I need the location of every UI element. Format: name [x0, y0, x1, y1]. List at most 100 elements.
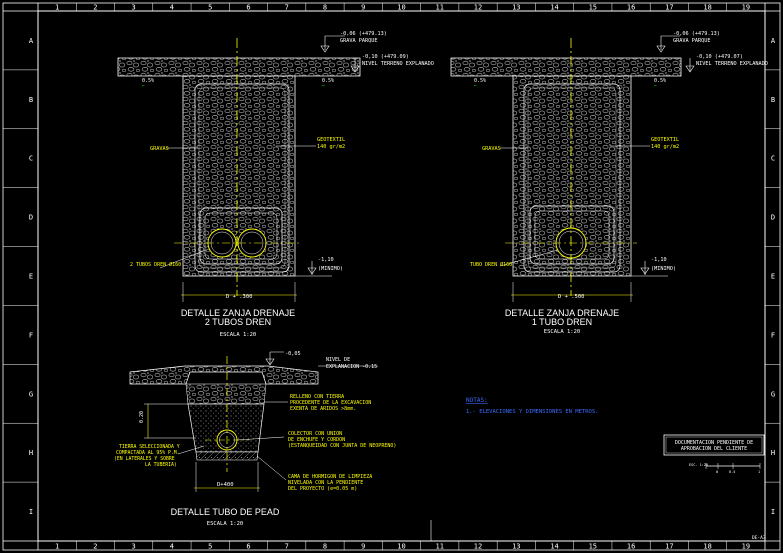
level-top-sub: GRAVA PARQUE: [673, 38, 710, 44]
graphic-scale-bar: ESC. 1:20 0 0.5 1: [689, 463, 761, 474]
level-top-sub: GRAVA PARQUE: [340, 38, 377, 44]
frame-row-label: G: [29, 390, 33, 398]
detail-scale: ESCALA 1:20: [544, 329, 580, 335]
frame-column-label: 9: [361, 543, 365, 551]
pipe-label: TUBO DREN Ø160: [470, 261, 512, 268]
frame-column-label: 9: [361, 4, 365, 12]
svg-text:⟵: ⟵: [141, 83, 145, 88]
soil-note-line2: COMPACTADA AL 95% P.M.: [116, 450, 180, 456]
frame-column-label: 2: [93, 543, 97, 551]
collector-note-line2: DE ENCHUFE Y CORDON: [288, 437, 345, 443]
slope-left-label: 0.5%: [142, 78, 154, 84]
frame-column-label: 18: [703, 4, 711, 12]
backfill-layer: [185, 383, 267, 405]
stamp-line-2: APROBACION DEL CLIENTE: [681, 446, 747, 452]
detail-1-pipe: -0,06 (+479.13) GRAVA PARQUE -0,10 (+479…: [450, 31, 768, 335]
level-terrain-sub: NIVEL TERRENO EXPLANADO: [696, 61, 768, 67]
backfill-note-line1: RELLENO CON TIERRA: [290, 394, 344, 400]
frame-row-label: A: [771, 37, 776, 45]
frame-column-label: 8: [323, 4, 327, 12]
gravel-label: GRAVAS: [150, 146, 169, 152]
svg-text:⟵: ⟵: [473, 83, 477, 88]
stamp-line-1: DOCUMENTACION PENDIENTE DE: [675, 440, 753, 446]
frame-column-label: 16: [627, 4, 635, 12]
concrete-note-line2: NIVELADA CON LA PENDIENTE: [288, 480, 363, 486]
backfill-note-line3: EXENTA DE ARIDOS >8mm.: [290, 406, 356, 412]
frame-column-label: 17: [665, 4, 673, 12]
sheet-id: DE-A3: [752, 535, 766, 541]
detail-scale: ESCALA 1:20: [207, 521, 243, 527]
frame-column-label: 12: [474, 543, 482, 551]
frame-column-label: 18: [703, 543, 711, 551]
soil-note-line3: (EN LATERALES Y SOBRE: [114, 456, 175, 462]
level-bottom-sub: (MINIMO): [651, 266, 676, 272]
frame-column-label: 12: [474, 4, 482, 12]
frame-column-label: 1: [55, 4, 59, 12]
level-terrain-sub: NIVEL TERRENO EXPLANADO: [362, 61, 434, 67]
frame-column-label: 19: [742, 543, 750, 551]
detail-title: DETALLE TUBO DE PEAD: [171, 507, 280, 517]
width-dimension: D + .500: [558, 294, 585, 300]
frame-column-label: 3: [132, 4, 136, 12]
notes-item-1: 1.- ELEVACIONES Y DIMENSIONES EN METROS.: [466, 409, 598, 415]
detail-2-pipes: -0,06 (+479.13) GRAVA PARQUE -0,10 (+479…: [117, 31, 434, 338]
frame-column-label: 15: [589, 4, 597, 12]
detail-scale: ESCALA 1:20: [220, 332, 256, 338]
soil-note-line1: TIERRA SELECCIONADA Y: [119, 444, 180, 450]
backfill-note-line2: PROCEDENTE DE LA EXCAVACION: [290, 400, 371, 406]
frame-row-label: F: [771, 331, 775, 339]
detail-title: DETALLE ZANJA DRENAJE: [181, 308, 295, 318]
level-bottom-sub: (MINIMO): [318, 266, 343, 272]
frame-row-label: A: [29, 37, 34, 45]
width-dimension: D + .300: [226, 294, 253, 300]
detail-subtitle: 1 TUBO DREN: [532, 317, 592, 327]
general-notes: NOTAS: 1.- ELEVACIONES Y DIMENSIONES EN …: [466, 397, 598, 415]
frame-row-label: H: [771, 449, 775, 457]
geotextile-wrap: [523, 83, 621, 273]
frame-column-label: 14: [550, 4, 558, 12]
level-top-label: -0,05: [285, 351, 301, 357]
frame-row-label: B: [771, 96, 775, 104]
frame-row-label: D: [29, 214, 33, 222]
geotextile-wrap: [194, 83, 290, 273]
frame-column-label: 6: [246, 543, 250, 551]
frame-column-label: 13: [512, 543, 520, 551]
frame-row-label: I: [771, 508, 775, 516]
depth-dimension: 0.20: [139, 411, 145, 423]
frame-column-label: 1: [55, 543, 59, 551]
geotextile-spec: 140 gr/m2: [651, 144, 679, 150]
frame-column-label: 15: [589, 543, 597, 551]
frame-row-label: C: [29, 155, 33, 163]
frame-column-label: 4: [170, 543, 174, 551]
slope-left-label: 0.5%: [474, 78, 486, 84]
frame-column-label: 8: [323, 543, 327, 551]
frame-column-label: 14: [550, 543, 558, 551]
frame-column-label: 5: [208, 543, 212, 551]
frame-row-label: I: [29, 508, 33, 516]
slope-right-label: 0.5%: [322, 78, 334, 84]
detail-pead-pipe: -0,05 NIVEL DE EXPLANACION -0.15 RELLENO…: [114, 351, 396, 527]
frame-column-ticks: [3, 3, 780, 550]
slope-right-label: 0.5%: [654, 78, 666, 84]
frame-column-label: 19: [742, 4, 750, 12]
frame-column-label: 17: [665, 543, 673, 551]
scale-bar-label: ESC. 1:20: [689, 463, 708, 467]
level-terrain-label: -0,10 (+479.07): [696, 54, 743, 60]
frame-row-label: D: [771, 214, 775, 222]
collector-note-line3: (ESTANQUEIDAD CON JUNTA DE NEOPRENO): [288, 443, 396, 449]
frame-row-label: G: [771, 390, 775, 398]
pipes-label: 2 TUBOS DREN Ø160: [130, 261, 181, 268]
collector-note-line1: COLECTOR CON UNION: [288, 431, 342, 437]
frame-column-label: 11: [436, 543, 444, 551]
level-terrain-label: -0,10 (+479.09): [362, 54, 409, 60]
detail-title: DETALLE ZANJA DRENAJE: [505, 308, 619, 318]
soil-note-line4: LA TUBERIA): [145, 462, 177, 468]
frame-row-label: H: [29, 449, 33, 457]
level-bottom-label: -1,10: [318, 257, 334, 263]
svg-text:⟶: ⟶: [321, 83, 325, 88]
level-top-label: -0,06 (+479.13): [340, 31, 387, 37]
